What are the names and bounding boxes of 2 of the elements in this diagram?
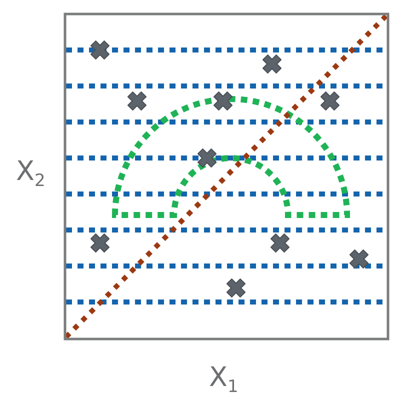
axis-label: X$_{2}$ — [16, 158, 46, 185]
axis-label: X$_{1}$ — [209, 364, 238, 391]
